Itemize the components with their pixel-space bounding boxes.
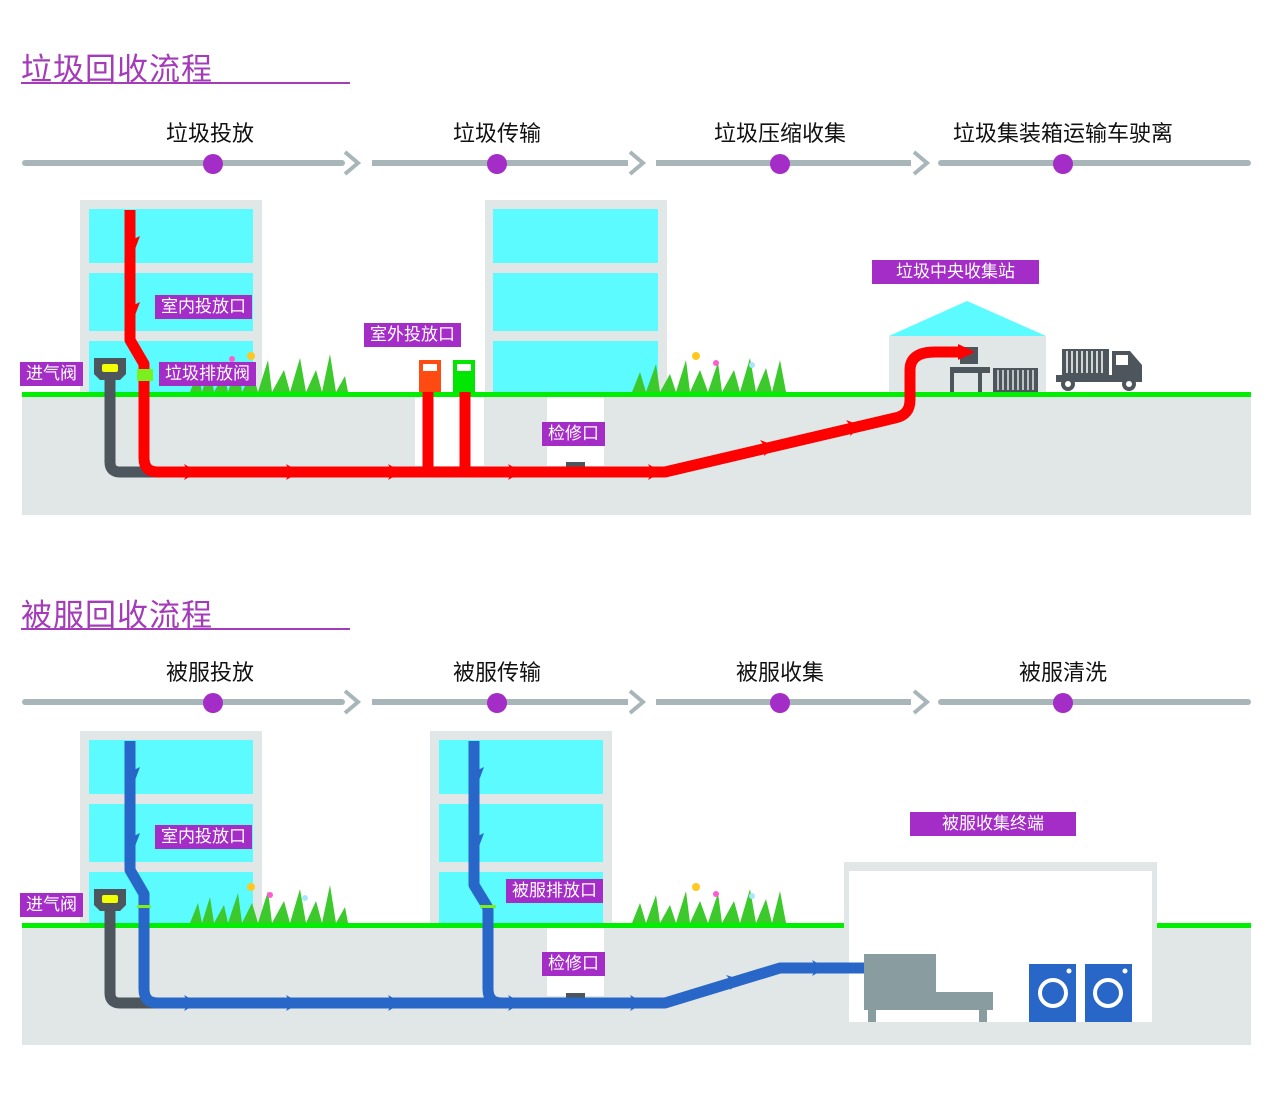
grass-decoration	[190, 352, 786, 392]
indoor-inlet-label: 室内投放口	[155, 295, 252, 319]
discharge-port-label: 被服排放口	[506, 879, 603, 903]
chevron-right-icon	[912, 150, 931, 176]
washing-machine-icon	[1085, 964, 1132, 1022]
bedding-title-underline	[21, 628, 350, 630]
inspection-port-cover	[566, 993, 585, 999]
air-valve-label: 进气阀	[20, 893, 83, 917]
bedding-step-3-label: 被服收集	[735, 661, 825, 686]
indoor-inlet-label: 室内投放口	[155, 825, 252, 849]
garbage-step-3-label: 垃圾压缩收集	[713, 122, 847, 147]
discharge-valve-label: 垃圾排放阀	[159, 362, 256, 386]
bedding-pipe	[124, 741, 866, 1009]
inspection-port-label: 检修口	[542, 422, 605, 446]
step-dot	[203, 154, 223, 174]
washing-machine-icon	[1029, 964, 1076, 1022]
ground-line	[22, 392, 1251, 397]
chevron-right-icon	[628, 150, 647, 176]
step-dot	[487, 154, 507, 174]
valve-indicator	[102, 895, 118, 903]
chevron-right-icon	[343, 689, 362, 715]
chevron-right-icon	[628, 689, 647, 715]
ground-line	[22, 923, 844, 928]
discharge-port-marker	[137, 905, 151, 908]
bedding-timeline	[22, 689, 1251, 715]
building	[485, 200, 667, 396]
step-dot	[1053, 693, 1073, 713]
container	[993, 368, 1038, 392]
discharge-port-marker	[480, 905, 496, 908]
air-valve-label: 进气阀	[20, 362, 83, 386]
terminal-label: 被服收集终端	[910, 812, 1076, 836]
flow-arrows	[132, 767, 826, 1011]
collection-machine	[864, 954, 993, 1022]
garbage-timeline	[22, 150, 1251, 176]
bedding-step-2-label: 被服传输	[452, 661, 542, 686]
inspection-port-label: 检修口	[542, 952, 605, 976]
flow-arrows	[132, 236, 862, 480]
underground-area	[22, 396, 1251, 515]
chevron-right-icon	[912, 689, 931, 715]
step-dot	[770, 693, 790, 713]
air-intake-pipe	[104, 380, 160, 478]
bedding-step-4-label: 被服清洗	[1018, 661, 1108, 686]
outdoor-bin-green	[453, 360, 475, 392]
ground-line	[1157, 923, 1251, 928]
outdoor-inlet-label: 室外投放口	[364, 323, 461, 347]
bedding-step-1-label: 被服投放	[165, 661, 255, 686]
step-dot	[203, 693, 223, 713]
valve-indicator	[102, 364, 118, 372]
discharge-valve	[137, 369, 153, 381]
chevron-right-icon	[343, 150, 362, 176]
garbage-step-2-label: 垃圾传输	[452, 122, 542, 147]
step-dot	[487, 693, 507, 713]
step-dot	[770, 154, 790, 174]
garbage-scene	[22, 200, 1251, 515]
garbage-step-4-label: 垃圾集装箱运输车驶离	[952, 122, 1174, 147]
flow-arrow	[958, 344, 975, 360]
outdoor-bin-orange	[419, 360, 441, 392]
garbage-step-1-label: 垃圾投放	[165, 122, 255, 147]
garbage-title-underline	[21, 82, 350, 84]
air-intake-pipe	[104, 911, 160, 1009]
step-dot	[1053, 154, 1073, 174]
truck-icon	[1056, 349, 1142, 391]
grass-decoration	[190, 883, 786, 923]
garbage-pipe	[124, 210, 960, 478]
inspection-port-cover	[566, 462, 585, 468]
bedding-scene	[22, 731, 1251, 1045]
central-station-label: 垃圾中央收集站	[872, 260, 1039, 284]
